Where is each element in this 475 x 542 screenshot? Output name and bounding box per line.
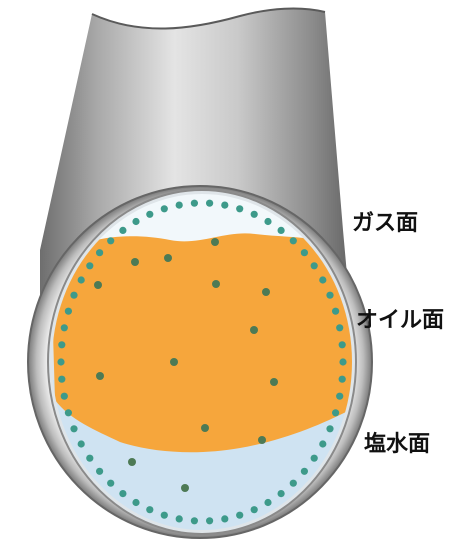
- perimeter-dot: [332, 308, 339, 315]
- perimeter-dot: [236, 512, 243, 519]
- oil-surface-label: オイル面: [356, 302, 444, 334]
- perimeter-dot: [311, 262, 318, 269]
- interior-dot: [131, 258, 139, 266]
- perimeter-dot: [326, 425, 333, 432]
- interior-dot: [170, 358, 178, 366]
- perimeter-dot: [132, 218, 139, 225]
- perimeter-dot: [119, 490, 126, 497]
- interior-dot: [211, 238, 219, 246]
- perimeter-dot: [119, 227, 126, 234]
- perimeter-dot: [206, 200, 213, 207]
- perimeter-dot: [251, 506, 258, 513]
- perimeter-dot: [301, 468, 308, 475]
- perimeter-dot: [221, 202, 228, 209]
- perimeter-dot: [236, 205, 243, 212]
- perimeter-dot: [301, 249, 308, 256]
- perimeter-dot: [70, 292, 77, 299]
- perimeter-dot: [61, 393, 68, 400]
- perimeter-dot: [161, 205, 168, 212]
- perimeter-dot: [290, 480, 297, 487]
- perimeter-dot: [78, 440, 85, 447]
- perimeter-dot: [65, 308, 72, 315]
- perimeter-dot: [326, 292, 333, 299]
- perimeter-dot: [78, 276, 85, 283]
- perimeter-dot: [332, 409, 339, 416]
- perimeter-dot: [58, 341, 65, 348]
- perimeter-dot: [57, 358, 64, 365]
- perimeter-dot: [107, 237, 114, 244]
- perimeter-dot: [65, 409, 72, 416]
- perimeter-dot: [336, 393, 343, 400]
- perimeter-dot: [206, 517, 213, 524]
- interior-dot: [212, 280, 220, 288]
- perimeter-dot: [61, 324, 68, 331]
- perimeter-dot: [176, 202, 183, 209]
- perimeter-dot: [86, 262, 93, 269]
- interior-dot: [94, 281, 102, 289]
- interior-dot: [181, 484, 189, 492]
- perimeter-dot: [132, 499, 139, 506]
- perimeter-dot: [96, 249, 103, 256]
- perimeter-dot: [146, 506, 153, 513]
- perimeter-dot: [146, 211, 153, 218]
- interior-dot: [164, 254, 172, 262]
- perimeter-dot: [70, 425, 77, 432]
- oil-phase: [52, 233, 356, 452]
- perimeter-dot: [96, 468, 103, 475]
- interior-dot: [262, 288, 270, 296]
- perimeter-dot: [319, 440, 326, 447]
- perimeter-dot: [278, 227, 285, 234]
- perimeter-dot: [191, 517, 198, 524]
- interior-dot: [128, 458, 136, 466]
- interior-dot: [250, 326, 258, 334]
- brine-surface-label: 塩水面: [364, 426, 430, 458]
- perimeter-dot: [336, 324, 343, 331]
- interior-dot: [201, 424, 209, 432]
- perimeter-dot: [264, 499, 271, 506]
- interior-dot: [258, 436, 266, 444]
- perimeter-dot: [339, 341, 346, 348]
- perimeter-dot: [191, 200, 198, 207]
- perimeter-dot: [58, 376, 65, 383]
- perimeter-dot: [86, 455, 93, 462]
- perimeter-dot: [290, 237, 297, 244]
- interior-dot: [96, 372, 104, 380]
- perimeter-dot: [264, 218, 271, 225]
- perimeter-dot: [339, 376, 346, 383]
- perimeter-dot: [221, 515, 228, 522]
- perimeter-dot: [311, 455, 318, 462]
- gas-surface-label: ガス面: [352, 205, 418, 237]
- perimeter-dot: [251, 211, 258, 218]
- perimeter-dot: [319, 276, 326, 283]
- perimeter-dot: [161, 512, 168, 519]
- perimeter-dot: [339, 358, 346, 365]
- perimeter-dot: [107, 480, 114, 487]
- perimeter-dot: [176, 515, 183, 522]
- perimeter-dot: [278, 490, 285, 497]
- interior-dot: [270, 378, 278, 386]
